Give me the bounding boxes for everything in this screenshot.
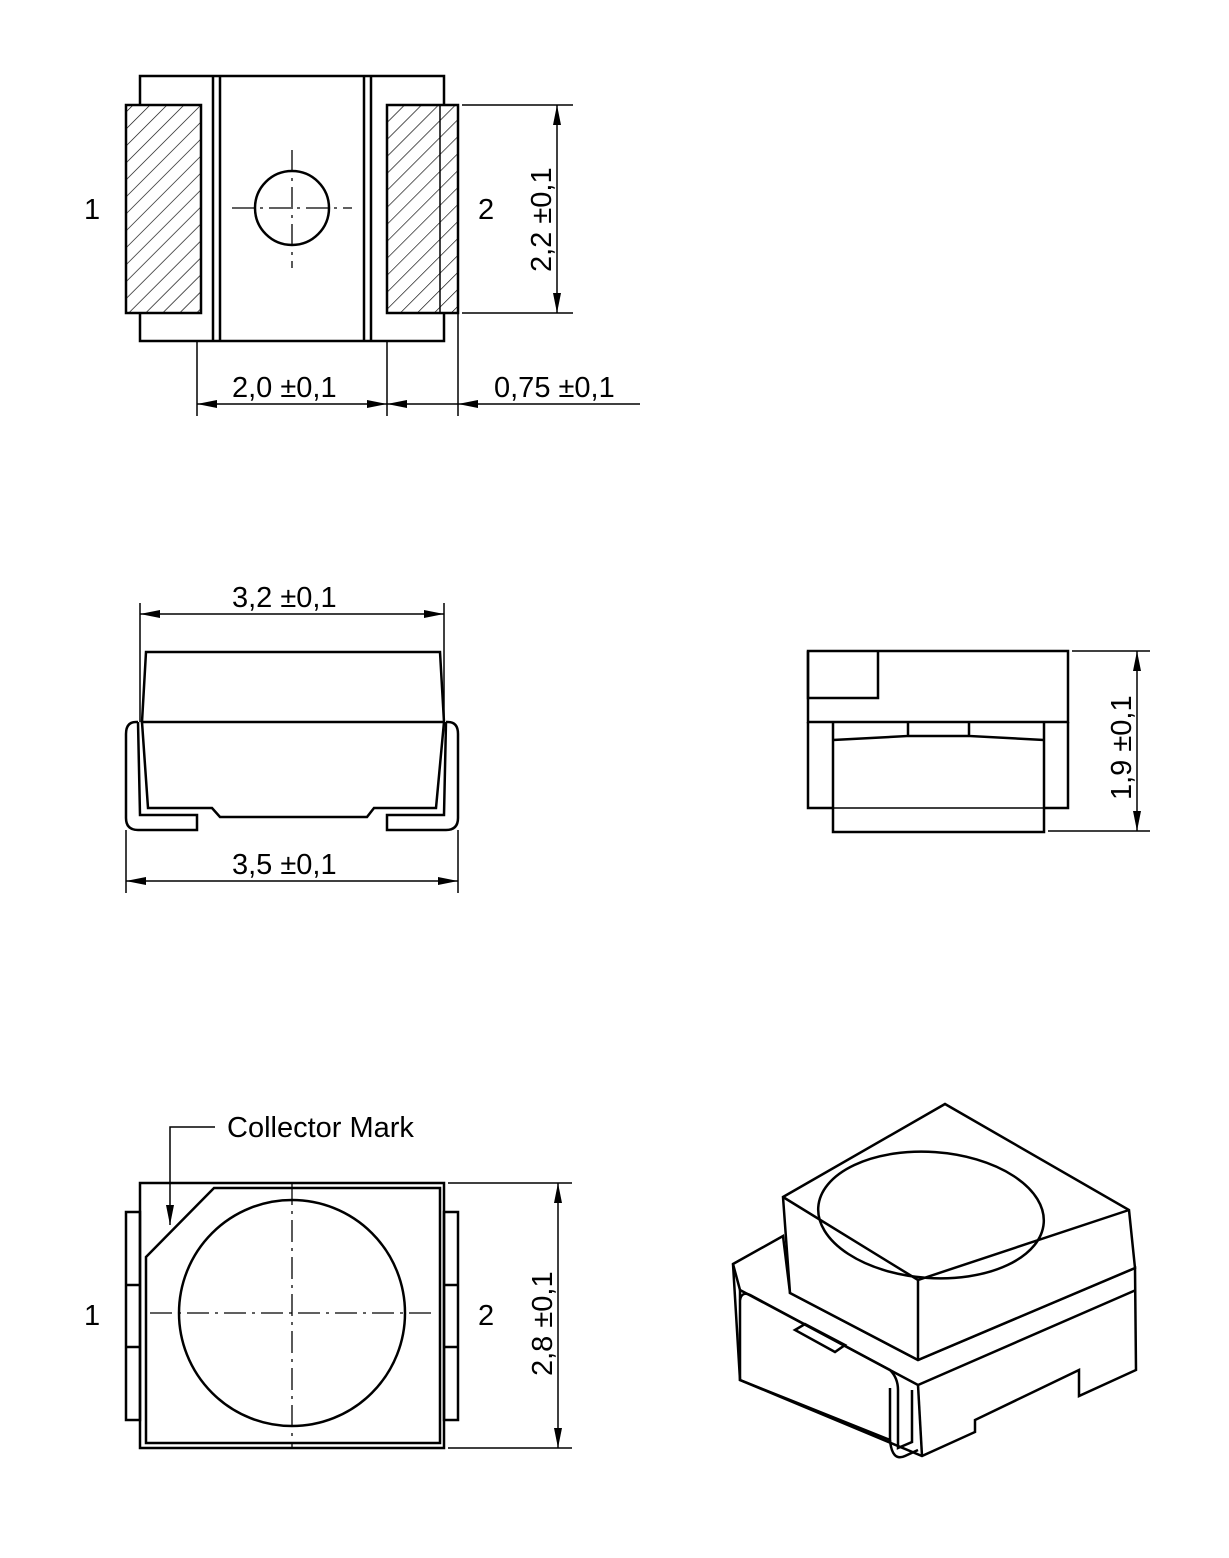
dim-height-label: 2,2 ±0,1 [526, 167, 558, 272]
dim-end-height-label: 1,9 ±0,1 [1106, 695, 1138, 800]
end-view: 1,9 ±0,1 [806, 649, 1150, 834]
bottom-view: Collector Mark 1 2 2,8 ±0,1 [84, 1112, 572, 1450]
dim-pad-width-label: 0,75 ±0,1 [494, 372, 615, 404]
pad-1 [124, 103, 203, 315]
lens-ellipse [816, 1150, 1046, 1280]
top-view: 1 2 2,2 ±0,1 2,0 ±0,1 0,75 ±0,1 [84, 74, 640, 416]
pin-1-label-bottom: 1 [84, 1300, 100, 1332]
dim-width-label: 2,8 ±0,1 [527, 1271, 559, 1376]
isometric-view [731, 1102, 1138, 1459]
dim-pad-spacing-label: 2,0 ±0,1 [232, 372, 337, 404]
dim-body-length-label: 3,2 ±0,1 [232, 582, 337, 614]
dim-total-length-label: 3,5 ±0,1 [232, 849, 337, 881]
pin-1-label: 1 [84, 194, 100, 226]
pad-2 [385, 103, 460, 315]
pin-2-label-bottom: 2 [478, 1300, 494, 1332]
pin-2-label: 2 [478, 194, 494, 226]
collector-mark-label: Collector Mark [227, 1112, 414, 1144]
side-view: 3,2 ±0,1 3,5 ±0,1 [124, 582, 460, 893]
